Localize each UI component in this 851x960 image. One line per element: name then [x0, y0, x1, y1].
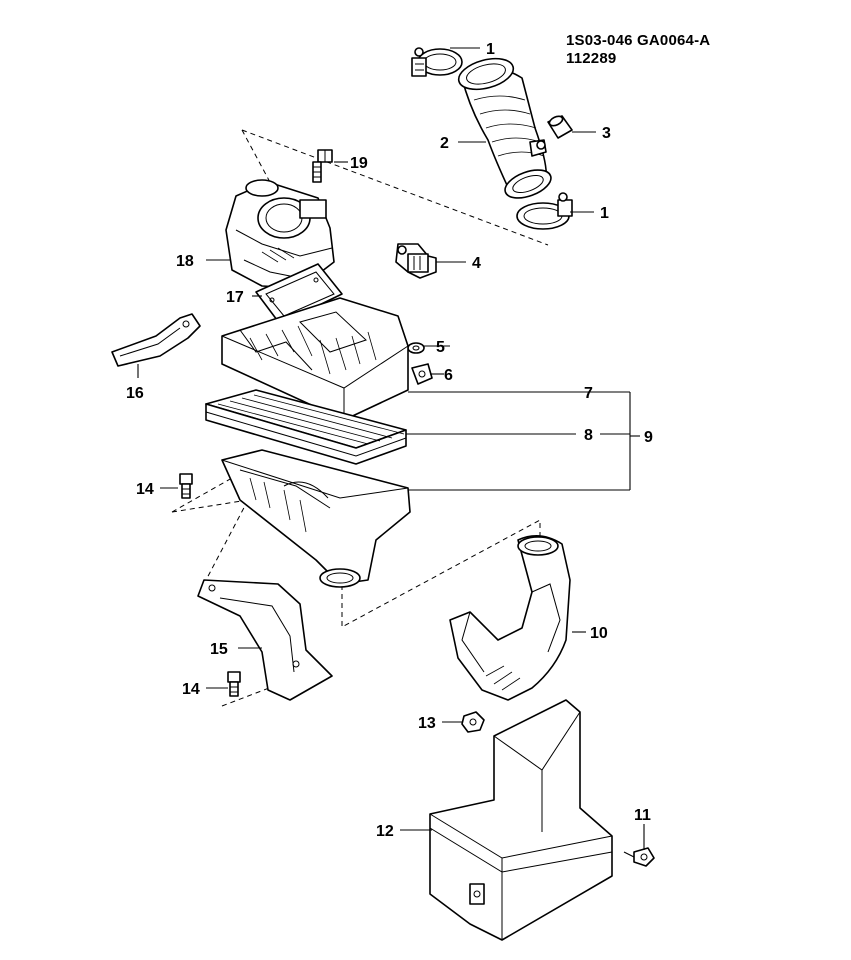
callout-18: 18	[176, 253, 194, 270]
callout-15: 15	[210, 641, 228, 658]
part-clamp-upper	[411, 47, 463, 77]
callout-3: 3	[602, 125, 611, 142]
part-air-filter-element	[205, 389, 407, 465]
callout-17: 17	[226, 289, 244, 306]
callout-5: 5	[436, 339, 445, 356]
callouts: 1 2 3 1 4 5 6 7 8 9 19 18 17 16 14	[126, 41, 653, 850]
callout-19: 19	[350, 155, 368, 172]
callout-9: 9	[644, 429, 653, 446]
part-air-duct	[449, 535, 571, 701]
callout-8: 8	[584, 427, 593, 444]
callout-2: 2	[440, 135, 449, 152]
callout-6: 6	[444, 367, 453, 384]
part-sensor	[395, 243, 437, 279]
part-heat-shield	[197, 579, 333, 701]
part-bolt-11	[623, 847, 655, 867]
part-intake-hose	[457, 57, 552, 199]
part-bolt-19	[312, 149, 333, 183]
part-air-cleaner-lower-case	[221, 449, 411, 588]
callout-16: 16	[126, 385, 144, 402]
callout-1-upper: 1	[486, 41, 495, 58]
part-bolt-14-upper	[179, 473, 193, 499]
callout-11: 11	[634, 807, 651, 824]
part-resonator	[429, 699, 613, 941]
part-bolt-14-lower	[227, 671, 241, 697]
part-grommet	[411, 363, 433, 385]
diagram-code-line2: 112289	[566, 50, 617, 67]
callout-14-upper: 14	[136, 481, 154, 498]
part-bracket	[111, 313, 201, 367]
callout-12: 12	[376, 823, 394, 840]
part-air-cleaner-upper-case	[221, 297, 409, 421]
part-cap	[547, 115, 573, 139]
callout-14-lower: 14	[182, 681, 200, 698]
part-clip	[407, 342, 425, 354]
part-clamp-lower	[516, 192, 573, 230]
diagram-code-line1: 1S03-046 GA0064-A	[566, 32, 711, 49]
part-nut	[461, 711, 485, 733]
callout-10: 10	[590, 625, 608, 642]
callout-13: 13	[418, 715, 436, 732]
part-gasket	[255, 263, 343, 325]
part-air-flow-meter	[225, 179, 335, 289]
callout-7: 7	[584, 385, 593, 402]
callout-4: 4	[472, 255, 481, 272]
callout-1-lower: 1	[600, 205, 609, 222]
